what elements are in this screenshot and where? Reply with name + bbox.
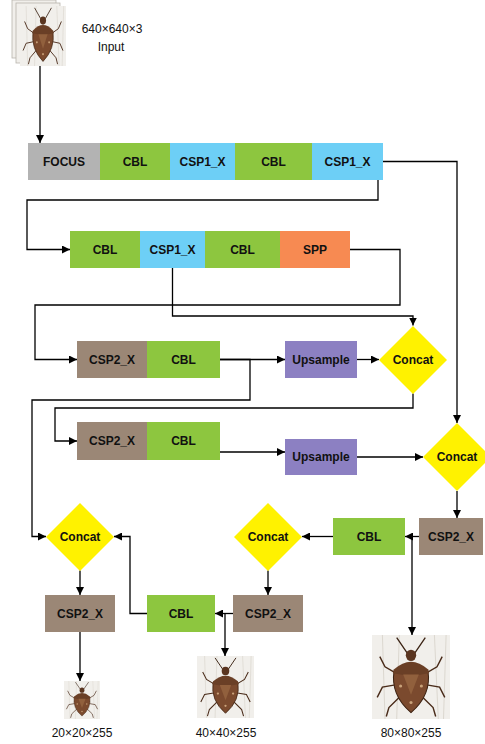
output-size: 80×80×255 <box>361 726 461 740</box>
layer-label: CBL <box>123 155 148 169</box>
output-image <box>64 681 100 719</box>
layer-label: Concat <box>393 353 434 367</box>
layer-box: CSP2_X <box>233 595 303 632</box>
flow-arrow <box>32 360 250 537</box>
layer-box: CSP1_X <box>170 143 235 180</box>
layer-label: CSP2_X <box>428 530 474 544</box>
layer-label: CSP2_X <box>245 607 291 621</box>
layer-label: CSP1_X <box>324 155 370 169</box>
layer-label: Concat <box>437 450 478 464</box>
layer-box: CSP1_X <box>140 231 205 268</box>
concat-diamond: Concat <box>234 503 302 571</box>
layer-box: CBL <box>147 595 215 632</box>
input-arrow <box>39 66 40 143</box>
layer-box: Upsample <box>285 341 357 378</box>
layer-box: CBL <box>147 422 220 460</box>
diamond-shape <box>46 503 114 571</box>
flow-arrow <box>302 536 333 537</box>
layer-label: CSP2_X <box>89 353 135 367</box>
flow-arrow <box>456 491 457 518</box>
flow-arrow <box>267 571 268 596</box>
output-arrow <box>224 614 225 657</box>
output-arrow <box>79 632 80 681</box>
layer-label: Upsample <box>292 353 349 367</box>
layer-box: CSP2_X <box>419 518 483 555</box>
input-size: 640×640×3 <box>62 22 162 36</box>
layer-label: CSP2_X <box>57 607 103 621</box>
diamond-shape <box>234 503 302 571</box>
layer-box: CBL <box>333 518 405 555</box>
concat-diamond: Concat <box>379 326 447 394</box>
flow-arrow <box>114 537 147 614</box>
layer-box: CSP2_X <box>77 341 147 378</box>
layer-label: CBL <box>261 155 286 169</box>
layer-label: CSP1_X <box>179 155 225 169</box>
layer-label: CBL <box>171 353 196 367</box>
layer-label: CBL <box>230 243 255 257</box>
flow-arrow <box>79 571 80 596</box>
input-image <box>20 6 66 66</box>
layer-label: CBL <box>93 243 118 257</box>
output-size: 20×20×255 <box>32 726 132 740</box>
layer-label: CBL <box>169 607 194 621</box>
flow-arrow <box>357 359 379 360</box>
layer-box: CBL <box>205 231 280 268</box>
output-arrow <box>411 537 412 636</box>
flow-arrow <box>173 268 414 326</box>
layer-box: CBL <box>100 143 170 180</box>
layer-box: Upsample <box>285 439 357 475</box>
diamond-shape <box>423 423 485 491</box>
layer-label: CSP2_X <box>89 434 135 448</box>
concat-diamond: Concat <box>423 423 485 491</box>
flow-arrow <box>220 451 285 452</box>
layer-box: CSP1_X <box>312 143 383 180</box>
flow-arrow <box>357 456 423 457</box>
layer-label: CBL <box>357 530 382 544</box>
layer-label: Concat <box>248 530 289 544</box>
layer-label: Upsample <box>292 450 349 464</box>
layer-label: Concat <box>60 530 101 544</box>
flow-arrow <box>215 613 233 614</box>
concat-diamond: Concat <box>46 503 114 571</box>
layer-label: FOCUS <box>43 155 85 169</box>
output-image <box>372 635 450 719</box>
layer-box: CSP2_X <box>45 595 115 632</box>
layer-label: CSP1_X <box>149 243 195 257</box>
output-image <box>197 656 254 718</box>
layer-box: CBL <box>70 231 140 268</box>
layer-box: FOCUS <box>28 143 100 180</box>
layer-box: CBL <box>235 143 312 180</box>
input-size: Input <box>61 40 161 54</box>
layer-label: CBL <box>171 434 196 448</box>
layer-box: CSP2_X <box>77 422 147 460</box>
layer-box: SPP <box>280 231 350 268</box>
flow-arrow <box>405 536 419 537</box>
layer-label: SPP <box>303 243 327 257</box>
output-size: 40×40×255 <box>176 726 276 740</box>
layer-box: CBL <box>147 341 220 378</box>
diamond-shape <box>379 326 447 394</box>
